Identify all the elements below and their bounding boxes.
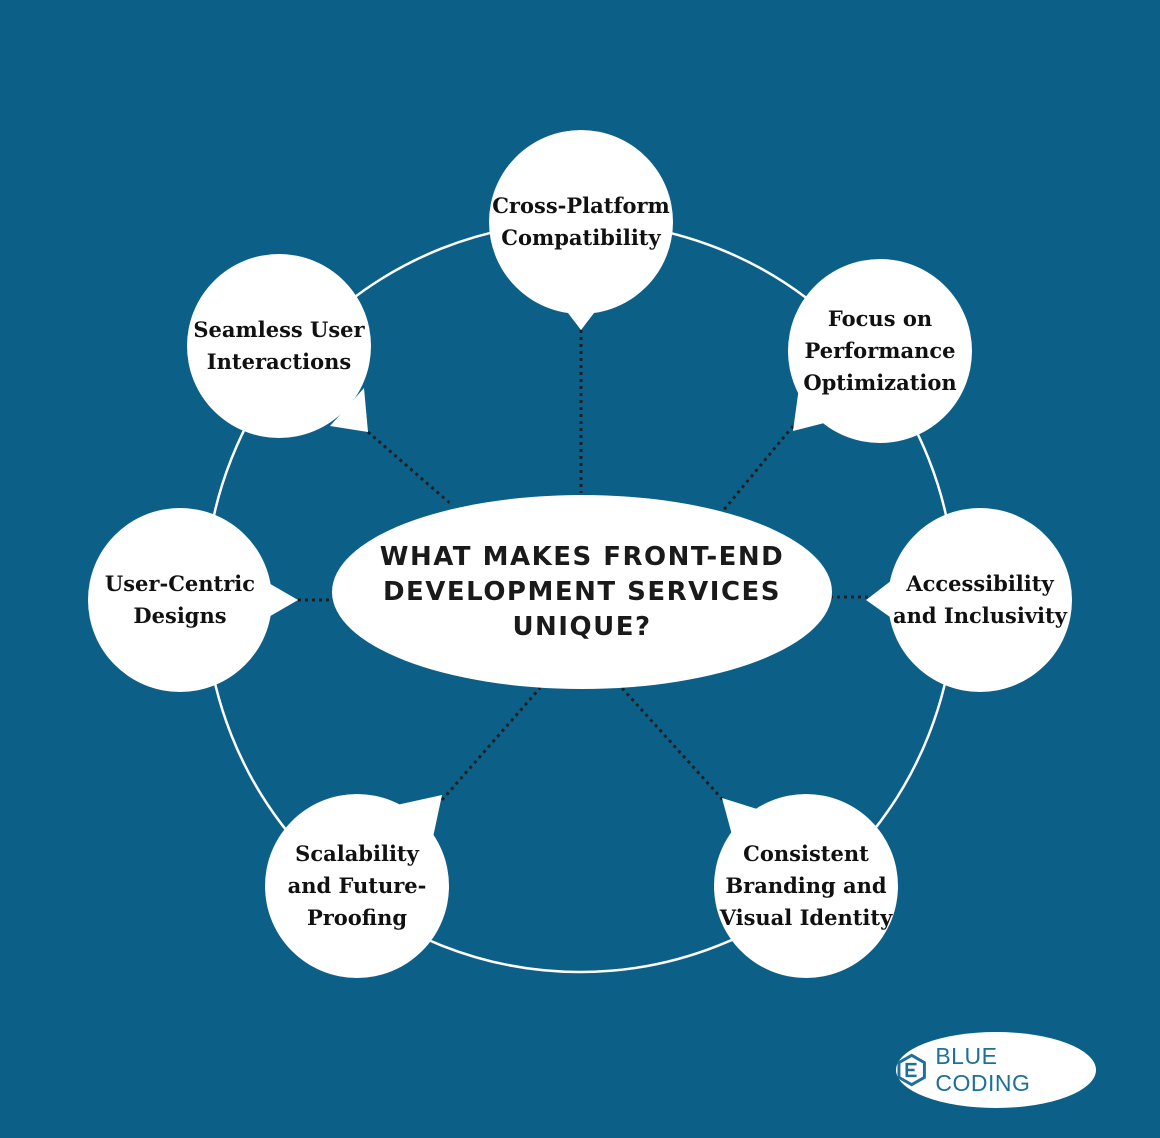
- node-branding: Consistent Branding and Visual Identity: [714, 794, 898, 978]
- node-label-branding: Consistent Branding and Visual Identity: [719, 841, 893, 930]
- node-seamless: Seamless User Interactions: [187, 254, 371, 438]
- node-bubble-branding: [714, 794, 898, 978]
- node-bubble-performance: [788, 259, 972, 443]
- node-bubble-scalability: [265, 794, 449, 978]
- center-title: WHAT MAKES FRONT-END DEVELOPMENT SERVICE…: [332, 495, 832, 689]
- node-label-seamless: Seamless User Interactions: [193, 317, 365, 374]
- node-scalability: Scalability and Future- Proofing: [265, 794, 449, 978]
- node-bubble-seamless: [187, 254, 371, 438]
- connector-branding: [620, 686, 734, 812]
- connector-seamless: [367, 430, 453, 507]
- node-bubble-cross-platform: [489, 130, 673, 330]
- connector-scalability: [440, 687, 542, 801]
- connector-performance: [720, 425, 795, 513]
- center-title-text: WHAT MAKES FRONT-END DEVELOPMENT SERVICE…: [379, 541, 785, 642]
- node-cross-platform: Cross-Platform Compatibility: [489, 130, 673, 314]
- node-label-accessibility: Accessibility and Inclusivity: [893, 571, 1067, 628]
- node-bubble-accessibility: [866, 508, 1072, 692]
- node-label-performance: Focus on Performance Optimization: [803, 306, 957, 395]
- brand-name: BLUE CODING: [935, 1043, 1031, 1096]
- node-bubble-user-centric: [88, 508, 298, 692]
- node-user-centric: User-Centric Designs: [88, 508, 272, 692]
- node-performance: Focus on Performance Optimization: [788, 259, 972, 443]
- node-label-cross-platform: Cross-Platform Compatibility: [492, 193, 670, 250]
- node-label-scalability: Scalability and Future- Proofing: [287, 841, 427, 930]
- node-accessibility: Accessibility and Inclusivity: [888, 508, 1072, 692]
- brand-pill: [896, 1032, 1096, 1108]
- node-label-user-centric: User-Centric Designs: [104, 571, 256, 628]
- brand-logo: BLUE CODING: [896, 1032, 1096, 1108]
- blue-coding-logo-icon: [897, 1053, 926, 1087]
- center-ellipse: [332, 495, 832, 689]
